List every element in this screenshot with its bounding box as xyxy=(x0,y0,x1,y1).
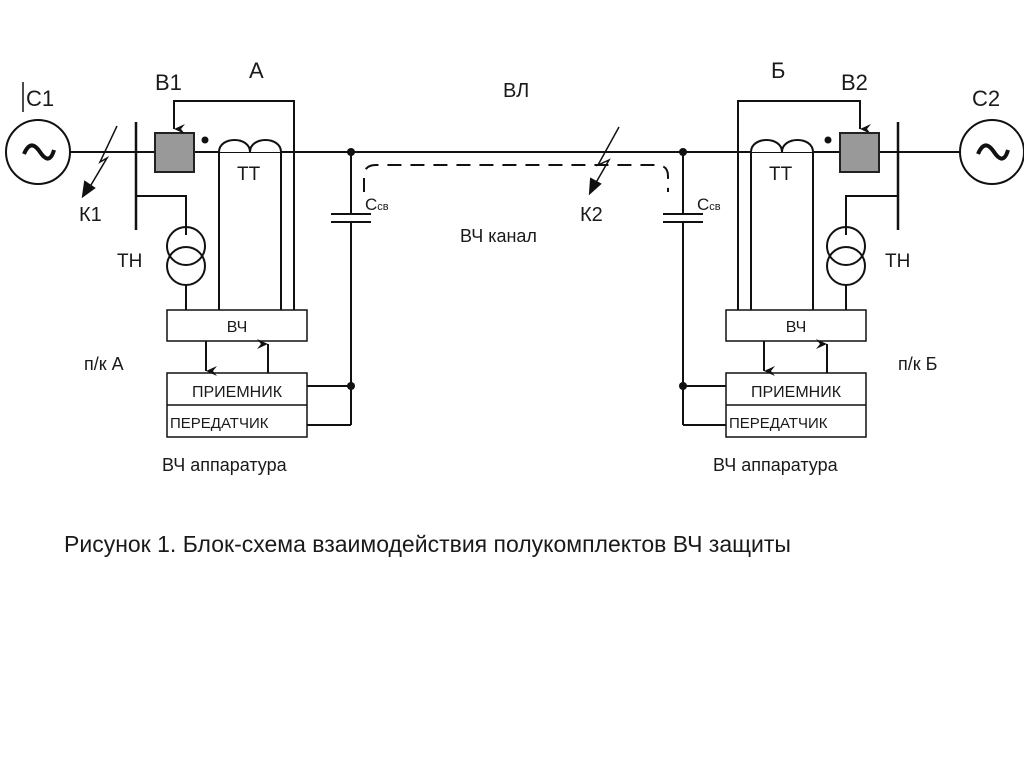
vt-left-coil-top-icon xyxy=(166,226,206,266)
label-hf-block-left: ВЧ xyxy=(227,319,248,336)
hf-channel-path xyxy=(363,164,669,192)
label-transmitter-right: ПЕРЕДАТЧИК xyxy=(729,415,828,432)
polarity-dot-right xyxy=(824,136,832,144)
ct-left-icon xyxy=(218,139,282,153)
polarity-dot-left xyxy=(201,136,209,144)
sine-right-icon xyxy=(976,143,1010,161)
fault-k2-arrowhead xyxy=(588,177,602,196)
label-half-set-a: п/к А xyxy=(84,354,124,374)
breaker-b1 xyxy=(154,132,195,173)
label-cap-right: Ссв xyxy=(697,195,721,214)
label-substation-a: А xyxy=(249,58,264,83)
label-ct-right: ТТ xyxy=(769,164,793,185)
label-source-right: С2 xyxy=(972,86,1000,111)
label-fault-k1: К1 xyxy=(79,204,102,226)
label-ct-left: ТТ xyxy=(237,164,261,185)
label-hf-block-right: ВЧ xyxy=(786,319,807,336)
label-fault-k2: К2 xyxy=(580,204,603,226)
hf-block-right xyxy=(725,309,867,342)
label-source-left: С1 xyxy=(26,86,54,111)
label-line: ВЛ xyxy=(503,80,529,102)
sine-left-icon xyxy=(22,143,56,161)
vt-tap-right xyxy=(845,195,898,235)
vt-tap-left xyxy=(136,195,187,235)
label-receiver-left: ПРИЕМНИК xyxy=(192,384,283,401)
vt-right-coil-top-icon xyxy=(826,226,866,266)
label-receiver-right: ПРИЕМНИК xyxy=(751,384,842,401)
ct-right-icon xyxy=(750,139,814,153)
label-breaker-b2: В2 xyxy=(841,70,868,95)
label-cap-left: Ссв xyxy=(365,195,389,214)
label-half-set-b: п/к Б xyxy=(898,354,937,374)
label-transmitter-left: ПЕРЕДАТЧИК xyxy=(170,415,269,432)
label-hf-equipment-left: ВЧ аппаратура xyxy=(162,455,288,475)
fault-k1-icon xyxy=(87,125,118,191)
label-vt-right: ТН xyxy=(885,251,910,272)
label-breaker-b1: В1 xyxy=(155,70,182,95)
trip-line-b1 xyxy=(173,100,295,310)
fault-k2-icon xyxy=(593,126,620,187)
fault-k1-arrowhead xyxy=(81,180,96,199)
label-hf-channel: ВЧ канал xyxy=(460,226,537,246)
label-substation-b: Б xyxy=(771,58,785,83)
label-vt-left: ТН xyxy=(117,251,142,272)
breaker-b2 xyxy=(839,132,880,173)
figure-caption: Рисунок 1. Блок-схема взаимодействия пол… xyxy=(64,531,791,557)
trip-line-b2 xyxy=(737,100,871,310)
hf-block-left xyxy=(166,309,308,342)
label-hf-equipment-right: ВЧ аппаратура xyxy=(713,455,839,475)
